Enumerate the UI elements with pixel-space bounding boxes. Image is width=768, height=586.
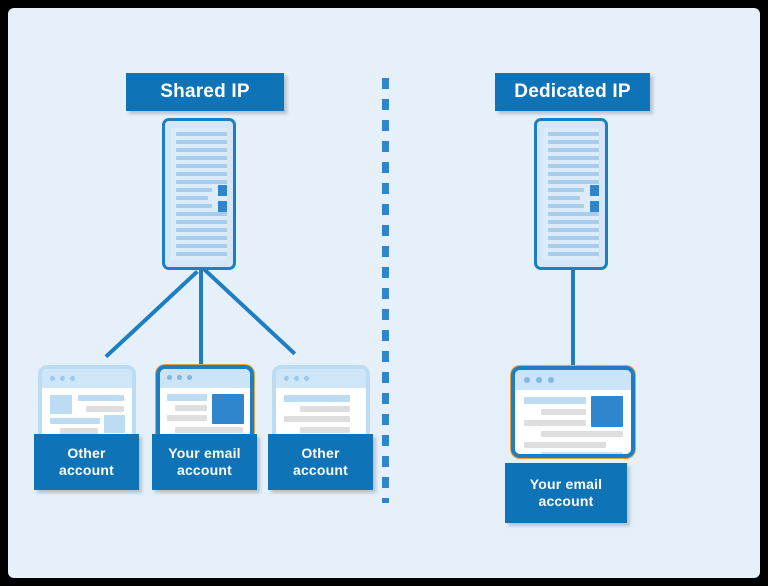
connector-right [202, 267, 297, 356]
server-front-panel [543, 128, 599, 260]
account-label-2-line2: account [176, 462, 233, 478]
shared-server-icon [162, 118, 252, 278]
account-card-1 [38, 365, 136, 442]
connector-left [104, 270, 199, 359]
window-dot-3 [70, 376, 75, 381]
account-label-chip-1: Other account [34, 434, 139, 490]
card-titlebar [160, 369, 250, 388]
connector-center [199, 270, 203, 369]
diagram-canvas: Shared IP [8, 8, 760, 578]
shared-dedicated-divider [382, 78, 389, 503]
card-titlebar [515, 370, 631, 390]
window-dot-2 [536, 377, 542, 383]
dedicated-account-label-chip: Your email account [505, 463, 627, 523]
shared-ip-title-text: Shared IP [160, 80, 250, 102]
dedicated-account-card [511, 366, 635, 458]
connector-dedicated [571, 270, 575, 370]
window-dot-3 [548, 377, 554, 383]
account-label-chip-3: Other account [268, 434, 373, 490]
dedicated-ip-title-chip: Dedicated IP [495, 73, 650, 111]
server-led-2 [590, 201, 599, 212]
window-dot-1 [284, 376, 289, 381]
dedicated-account-label-line1: Your email [529, 476, 603, 493]
account-label-3-line2: account [292, 462, 349, 478]
account-card-2-highlighted [156, 365, 254, 442]
window-dot-1 [50, 376, 55, 381]
account-label-1-line1: Other [67, 445, 106, 462]
card-image-block [591, 396, 623, 427]
server-led-2 [218, 201, 227, 212]
server-tower-body [162, 118, 236, 270]
window-dot-2 [60, 376, 65, 381]
window-dot-1 [524, 377, 530, 383]
dedicated-server-icon [534, 118, 624, 278]
dedicated-account-label-line2: account [538, 493, 594, 509]
dedicated-ip-title-text: Dedicated IP [514, 80, 631, 102]
window-dot-1 [167, 375, 172, 380]
account-card-3 [272, 365, 370, 442]
server-front-panel [171, 128, 227, 260]
account-label-chip-2: Your email account [152, 434, 257, 490]
server-led-1 [590, 185, 599, 196]
card-image-block [212, 394, 244, 424]
window-dot-3 [304, 376, 309, 381]
account-label-1-line2: account [58, 462, 115, 478]
window-dot-2 [177, 375, 182, 380]
account-label-2-line1: Your email [168, 445, 241, 462]
shared-ip-title-chip: Shared IP [126, 73, 284, 111]
server-led-1 [218, 185, 227, 196]
window-dot-2 [294, 376, 299, 381]
card-titlebar [276, 369, 366, 388]
account-label-3-line1: Other [301, 445, 340, 462]
card-titlebar [42, 369, 132, 388]
server-tower-body [534, 118, 608, 270]
window-dot-3 [187, 375, 192, 380]
